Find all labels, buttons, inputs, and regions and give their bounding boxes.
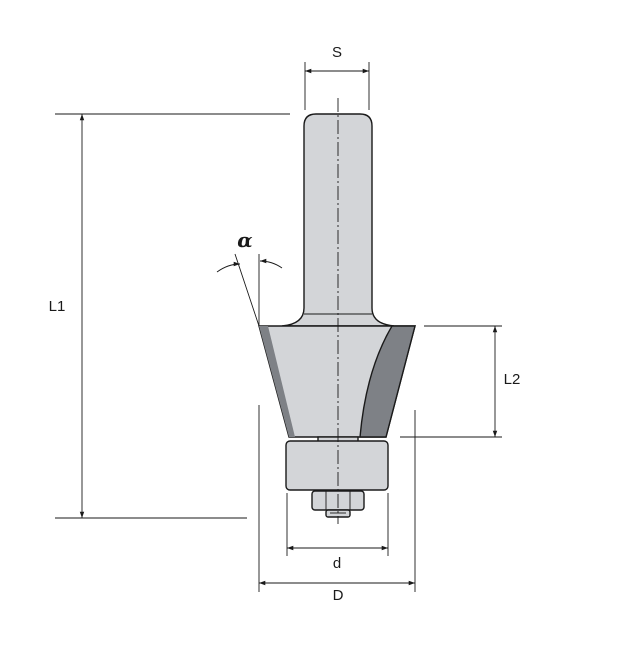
label-d: d	[333, 555, 341, 572]
dimension-D-cutter: D	[258, 405, 416, 604]
label-D: D	[333, 587, 344, 604]
dimension-d-bearing: d	[286, 493, 389, 572]
label-l2: L2	[504, 371, 521, 388]
label-s: S	[332, 44, 342, 61]
router-bit	[258, 98, 416, 524]
label-l1: L1	[49, 298, 66, 315]
cutter-blade-left	[259, 326, 295, 437]
label-alpha: α	[237, 228, 252, 252]
bearing	[285, 440, 389, 491]
dimension-l1: L1	[49, 113, 290, 519]
dimension-l2: L2	[400, 325, 521, 438]
cutter-blade-right	[359, 325, 416, 438]
dimension-alpha: α	[216, 228, 283, 327]
dimension-s: S	[304, 44, 370, 110]
